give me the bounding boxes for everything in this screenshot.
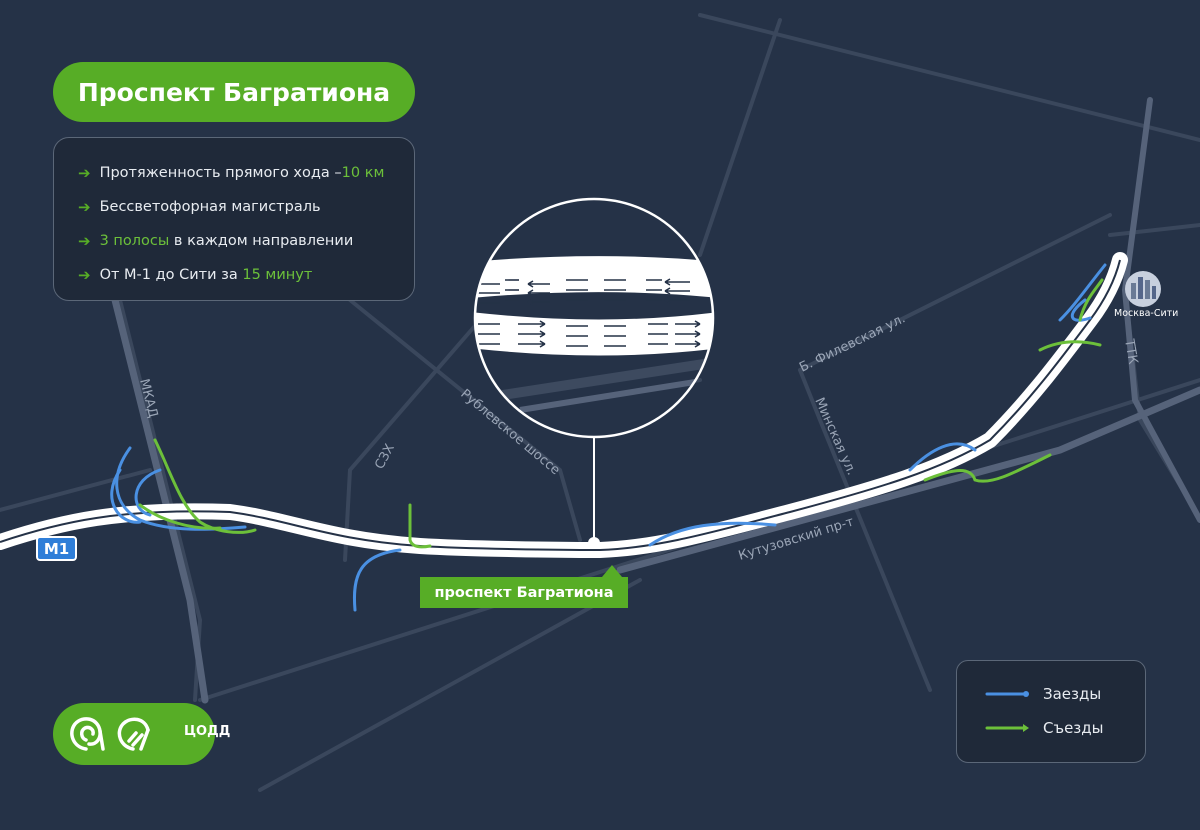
blue-line-icon — [985, 691, 1029, 697]
ttk-label: ТТК — [1121, 337, 1140, 365]
road-tag-pointer — [602, 565, 622, 577]
fact-no-lights: ➔ Бессветофорная магистраль — [78, 190, 392, 224]
tsodd-logo: ЦОДД — [53, 703, 230, 765]
legend-exits: Съезды — [985, 719, 1104, 737]
skyscraper-icon — [1125, 271, 1161, 307]
arrow-right-icon: ➔ — [78, 198, 91, 216]
logo-label: ЦОДД — [184, 724, 231, 739]
fact-text: Протяженность прямого хода – — [99, 165, 342, 181]
main-highway — [0, 252, 1128, 558]
lane-arrow-left-icon — [527, 278, 690, 306]
tsodd-logo-icon — [70, 717, 150, 751]
m1-highway-shield: М1 — [36, 536, 77, 561]
arrow-right-icon: ➔ — [78, 164, 91, 182]
lane-markings — [478, 279, 668, 347]
lane-arrow-right-icon — [518, 320, 701, 348]
fact-text: Бессветофорная магистраль — [99, 199, 321, 215]
fact-length: ➔ Протяженность прямого хода – 10 км — [78, 156, 392, 190]
facts-box: ➔ Протяженность прямого хода – 10 км ➔ Б… — [53, 137, 415, 301]
fact-time: ➔ От М-1 до Сити за 15 минут — [78, 258, 392, 292]
fact-text: в каждом направлении — [169, 233, 354, 249]
road-name-tag: проспект Багратиона — [420, 577, 628, 608]
fact-text: От М-1 до Сити за — [99, 267, 243, 283]
kutuzovsky-road — [616, 386, 1200, 574]
arrow-right-icon: ➔ — [78, 232, 91, 250]
fact-lanes: ➔ 3 полосы в каждом направлении — [78, 224, 392, 258]
mkad-road — [111, 296, 209, 704]
arrow-right-icon: ➔ — [78, 266, 91, 284]
green-arrow-icon — [985, 724, 1029, 732]
minskaya-label: Минская ул. — [811, 396, 859, 478]
moscow-city-label: Москва-Сити — [1114, 308, 1179, 319]
legend-exits-label: Съезды — [1043, 719, 1104, 737]
fact-highlight: 3 полосы — [99, 233, 170, 249]
ttk-road — [1121, 97, 1200, 523]
fact-highlight: 15 минут — [242, 267, 313, 283]
legend-entries: Заезды — [985, 685, 1101, 703]
legend-entries-label: Заезды — [1043, 685, 1102, 703]
szh-label: СЗХ — [372, 442, 398, 472]
fact-highlight: 10 км — [341, 165, 385, 181]
zoom-lens — [473, 197, 715, 439]
entry-ramps — [110, 263, 1107, 612]
page-title: Проспект Багратиона — [53, 62, 415, 122]
legend: Заезды Съезды — [956, 660, 1146, 763]
exit-ramps — [138, 278, 1104, 549]
filevskaya-label: Б. Филевская ул. — [797, 311, 908, 375]
location-marker — [588, 537, 600, 549]
